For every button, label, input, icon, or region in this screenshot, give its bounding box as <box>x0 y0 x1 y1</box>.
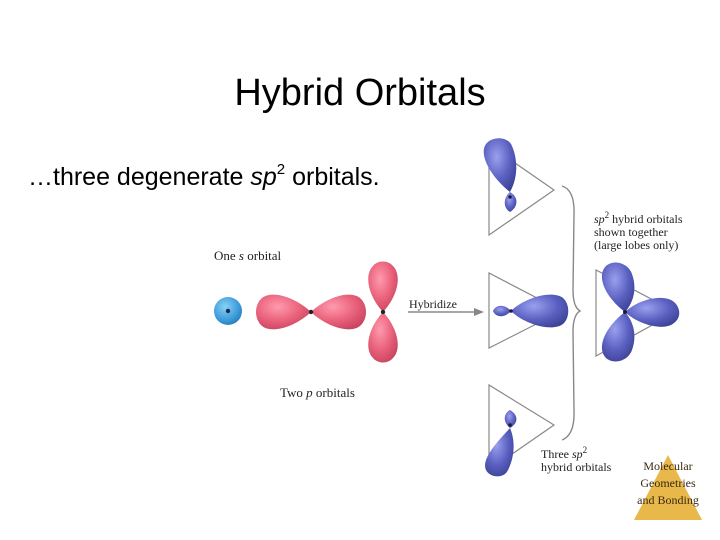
grouping-brace <box>561 185 582 441</box>
s-orbital <box>214 297 242 325</box>
hybridize-arrow <box>408 308 484 316</box>
p-orbitals <box>256 261 398 363</box>
slide-title: Hybrid Orbitals <box>234 72 486 114</box>
sp2-combined <box>601 262 680 362</box>
subtitle-prefix: …three degenerate <box>28 163 251 191</box>
sp2-orbital-middle <box>493 294 569 328</box>
p-orbitals-label: Two p orbitals <box>280 385 355 400</box>
s-orbital-label: One s orbital <box>214 248 282 263</box>
subtitle-superscript: 2 <box>276 161 286 178</box>
sp2-shown-together-label: sp2 hybrid orbitals shown together (larg… <box>594 210 683 252</box>
sp2-orbital-bottom <box>485 410 517 477</box>
corner-triangle-logo <box>634 455 702 520</box>
triangle-frames <box>488 143 678 472</box>
subtitle-sp: sp <box>250 163 277 191</box>
hybridize-label: Hybridize <box>409 297 457 311</box>
corner-topic-label: Molecular Geometries and Bonding <box>637 459 699 507</box>
three-sp2-label: Three sp2 hybrid orbitals <box>541 445 612 474</box>
slide-subtitle: …three degenerate sp2 orbitals. <box>28 161 380 192</box>
subtitle-suffix: orbitals. <box>285 163 380 191</box>
sp2-orbital-top <box>483 138 517 212</box>
